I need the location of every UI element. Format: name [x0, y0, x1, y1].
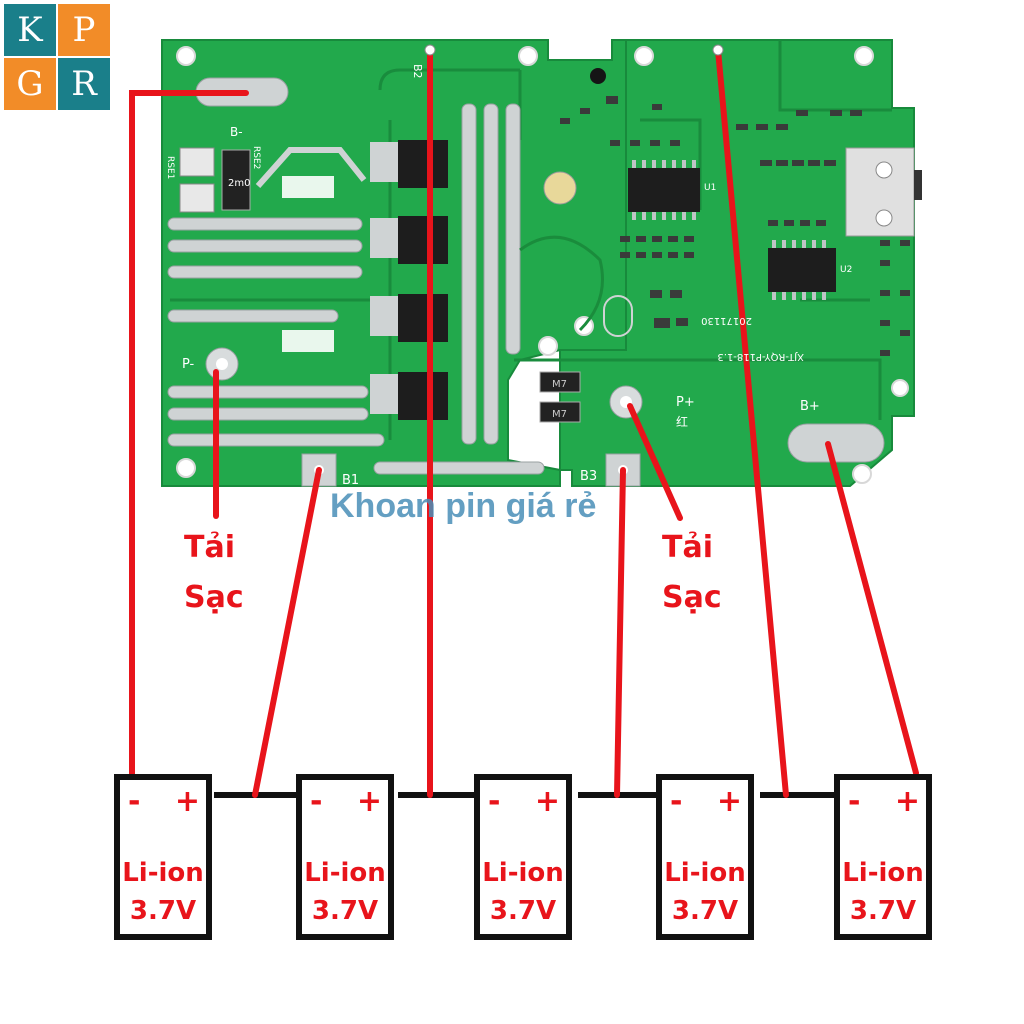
silk-p-plus-cn: 红 [676, 414, 688, 429]
wire-p-plus [627, 403, 683, 521]
b-plus-pad [787, 423, 885, 463]
mosfet-column [370, 140, 448, 420]
cell-voltage: 3.7V [849, 896, 917, 926]
silk-p-plus: P+ [676, 395, 695, 410]
logo-letter-r: R [58, 58, 110, 110]
silk-b3: B3 [580, 469, 597, 484]
mount-hole [891, 379, 909, 397]
cell-negative-sign: - [128, 784, 141, 819]
wire-b4 [715, 47, 789, 798]
silk-resistor: 2m0 [228, 178, 250, 189]
wire-b3 [614, 467, 626, 798]
mount-hole [634, 46, 654, 66]
cell-voltage: 3.7V [489, 896, 557, 926]
cell-negative-sign: - [310, 784, 323, 819]
trimmer [543, 171, 577, 205]
label-left-charge: Sạc [184, 580, 244, 615]
cell-positive-sign: + [356, 784, 382, 819]
label-right-charge: Sạc [662, 580, 722, 615]
cell-chemistry: Li-ion [122, 858, 204, 888]
cell-positive-sign: + [534, 784, 560, 819]
cell-negative-sign: - [488, 784, 501, 819]
chip-u2 [768, 248, 836, 292]
logo-letter-k: K [4, 4, 56, 56]
mount-hole [538, 336, 558, 356]
silk-rse1: RSE1 [165, 156, 175, 179]
diode-d1 [539, 401, 581, 423]
chip-u1 [628, 168, 700, 212]
cell-chemistry: Li-ion [304, 858, 386, 888]
cell-negative-sign: - [848, 784, 861, 819]
cell-voltage: 3.7V [129, 896, 197, 926]
cell-positive-sign: + [716, 784, 742, 819]
silk-date: 20171130 [701, 315, 752, 326]
silk-b-minus: B- [230, 125, 243, 139]
cell-positive-sign: + [174, 784, 200, 819]
battery-cell-3: - + Li-ion 3.7V [474, 774, 572, 940]
silk-p-minus: P- [182, 357, 195, 372]
silk-b-plus: B+ [800, 399, 820, 414]
mount-hole [176, 458, 196, 478]
watermark-text: Khoan pin giá rẻ [330, 487, 597, 525]
cell-voltage: 3.7V [311, 896, 379, 926]
silk-u1: U1 [704, 183, 716, 193]
label-left-load: Tải [184, 530, 235, 565]
wire-b1 [252, 467, 322, 798]
wire-b-minus [129, 90, 249, 798]
mount-hole [518, 46, 538, 66]
cell-chemistry: Li-ion [482, 858, 564, 888]
battery-cell-2: - + Li-ion 3.7V [296, 774, 394, 940]
silk-diode-d1: M7 [552, 409, 567, 420]
cell-chemistry: Li-ion [664, 858, 746, 888]
mount-hole [852, 464, 872, 484]
label-right-load: Tải [662, 530, 713, 565]
silk-rse2: RSE2 [251, 146, 261, 169]
silk-u2: U2 [840, 265, 852, 275]
silk-diode-d2: M7 [552, 379, 567, 390]
silk-b1: B1 [342, 473, 359, 488]
battery-cell-5: - + Li-ion 3.7V [834, 774, 932, 940]
silk-model: XJT-RQY-P118-1.3 [717, 351, 804, 362]
cell-positive-sign: + [894, 784, 920, 819]
battery-cell-1: - + Li-ion 3.7V [114, 774, 212, 940]
cell-chemistry: Li-ion [842, 858, 924, 888]
mount-hole [176, 46, 196, 66]
mount-hole [854, 46, 874, 66]
logo-letter-g: G [4, 58, 56, 110]
silk-b2: B2 [411, 64, 424, 79]
diode-d2 [539, 371, 581, 393]
battery-cell-4: - + Li-ion 3.7V [656, 774, 754, 940]
cell-voltage: 3.7V [671, 896, 739, 926]
logo-letter-p: P [58, 4, 110, 56]
cell-negative-sign: - [670, 784, 683, 819]
wire-b-plus [825, 441, 919, 776]
